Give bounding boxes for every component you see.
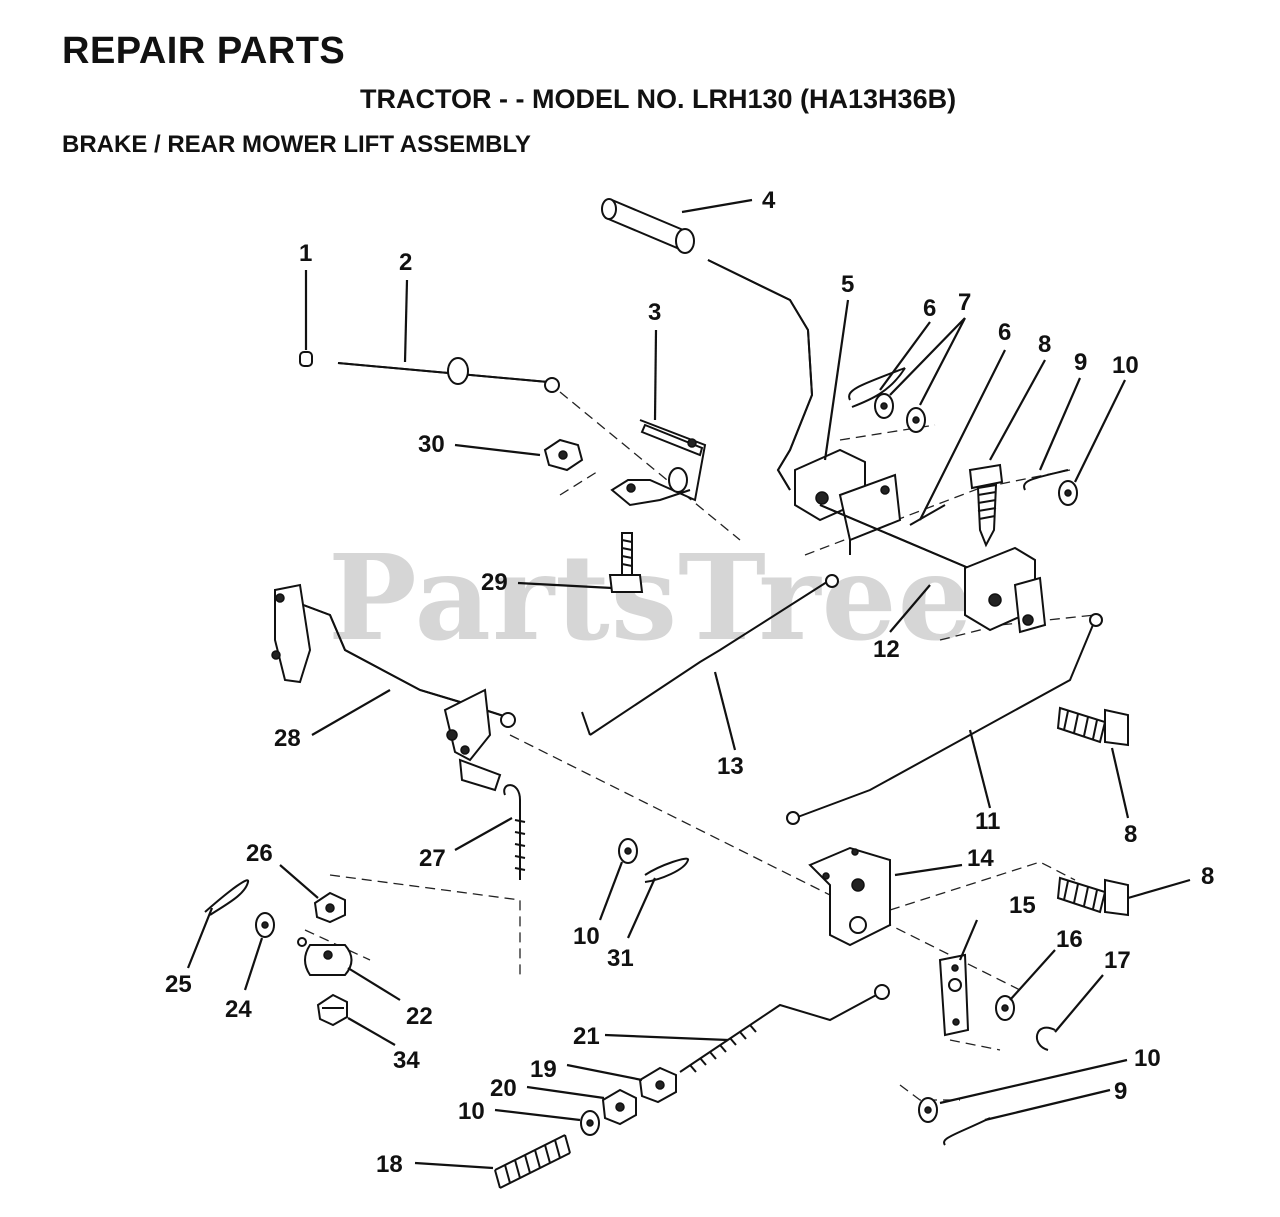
washer-10-middle <box>618 838 638 864</box>
bolt-lower <box>1056 876 1129 917</box>
callout-6a: 6 <box>923 295 936 322</box>
link-rod-11 <box>786 613 1103 825</box>
link-rod-13 <box>581 574 839 736</box>
callout-10c: 10 <box>1134 1045 1161 1072</box>
callout-4: 4 <box>762 187 776 214</box>
page-title: REPAIR PARTS <box>62 30 346 72</box>
callout-9b: 9 <box>1114 1078 1127 1105</box>
trunnion-22 <box>297 937 353 976</box>
callout-11: 11 <box>975 808 1000 835</box>
bracket-14 <box>808 846 891 947</box>
washer-upper-2 <box>906 407 926 433</box>
hairpin-25 <box>204 879 250 916</box>
rock-shaft <box>819 504 1047 634</box>
nut-30 <box>543 438 584 472</box>
callout-19: 19 <box>530 1056 557 1083</box>
callout-24: 24 <box>225 996 252 1023</box>
handle-grip <box>601 198 695 254</box>
callout-25: 25 <box>165 971 192 998</box>
bolt-upper <box>968 463 1004 548</box>
callout-31: 31 <box>607 945 634 972</box>
callout-15: 15 <box>1009 892 1036 919</box>
washer-16 <box>995 995 1015 1021</box>
callout-7: 7 <box>958 289 971 316</box>
assembly-section-title: BRAKE / REAR MOWER LIFT ASSEMBLY <box>62 131 531 158</box>
callout-5: 5 <box>841 271 854 298</box>
callout-30: 30 <box>418 431 445 458</box>
washer-10-lower <box>580 1110 600 1136</box>
cotter-pin-9-upper <box>1023 469 1069 491</box>
callout-3: 3 <box>648 299 661 326</box>
nut-20 <box>601 1088 637 1126</box>
callout-9a: 9 <box>1074 349 1087 376</box>
callout-26: 26 <box>246 840 273 867</box>
bolt-middle <box>1056 706 1129 747</box>
callout-10b: 10 <box>573 923 600 950</box>
washer-10-lower-right <box>918 1097 938 1123</box>
callout-12: 12 <box>873 636 900 663</box>
brake-bracket <box>610 419 707 507</box>
nut-26 <box>313 891 346 924</box>
callout-14: 14 <box>967 845 994 872</box>
callout-27: 27 <box>419 845 446 872</box>
hairpin-31 <box>644 857 690 883</box>
callout-22: 22 <box>406 1003 433 1030</box>
callout-1: 1 <box>299 240 312 267</box>
handle-bracket <box>794 448 902 555</box>
callouts: 1 2 3 4 5 6 7 6 8 9 10 30 29 12 28 13 11… <box>165 187 1214 1178</box>
callout-8c: 8 <box>1201 863 1214 890</box>
lift-handle <box>707 259 814 491</box>
callout-21: 21 <box>573 1023 600 1050</box>
callout-10a: 10 <box>1112 352 1139 379</box>
leader-lines <box>186 198 1191 1170</box>
nut-34 <box>316 993 348 1027</box>
assembly-guide-lines <box>304 391 1096 1101</box>
callout-17: 17 <box>1104 947 1131 974</box>
clip-1 <box>299 351 313 367</box>
callout-34: 34 <box>393 1047 420 1074</box>
callout-18: 18 <box>376 1151 403 1178</box>
brake-rod <box>337 357 560 393</box>
eye-bolt-27 <box>503 784 526 880</box>
callout-20: 20 <box>490 1075 517 1102</box>
washer-24 <box>255 912 275 938</box>
callout-8a: 8 <box>1038 331 1051 358</box>
nut-19 <box>638 1066 677 1104</box>
rear-rock-shaft <box>271 583 516 792</box>
e-clip-17 <box>1035 1026 1056 1051</box>
callout-16: 16 <box>1056 926 1083 953</box>
spring-18 <box>494 1134 571 1189</box>
callout-2: 2 <box>399 249 412 276</box>
callout-29: 29 <box>481 569 508 596</box>
callout-6b: 6 <box>998 319 1011 346</box>
adjuster-rod-21 <box>679 984 890 1073</box>
callout-8b: 8 <box>1124 821 1137 848</box>
callout-13: 13 <box>717 753 744 780</box>
bolt-29 <box>608 532 644 593</box>
watermark: PartsTree <box>328 528 974 667</box>
cotter-pin-9-lower <box>943 1117 991 1146</box>
cotter-pin-6b <box>909 504 946 526</box>
washer-10-upper <box>1058 480 1078 506</box>
washer-upper-1 <box>874 393 894 419</box>
model-subtitle: TRACTOR - - MODEL NO. LRH130 (HA13H36B) <box>360 84 957 114</box>
callout-10d: 10 <box>458 1098 485 1125</box>
callout-28: 28 <box>274 725 301 752</box>
plate-15 <box>938 953 970 1037</box>
